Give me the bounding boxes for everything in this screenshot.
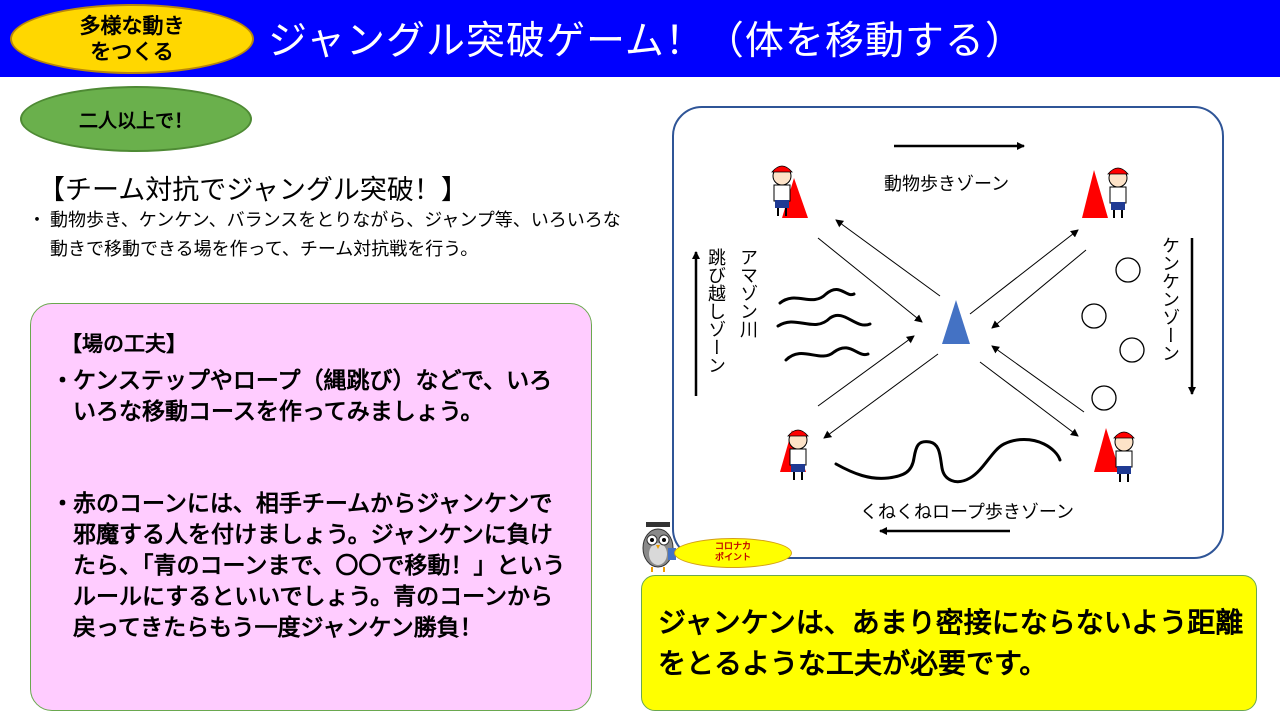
zone-label-left: 跳び越しゾーン xyxy=(705,248,726,374)
category-tag: 多様な動き をつくる xyxy=(10,4,254,74)
corona-note-text: ジャンケンは、あまり密接にならないよう距離をとるような工夫が必要です。 xyxy=(658,606,1244,680)
child-figure-bottom-left xyxy=(787,429,809,480)
zone-label-bottom: くねくねロープ歩きゾーン xyxy=(860,502,1075,523)
tip-item: ・ 赤のコーンには、相手チームからジャンケンで邪魔する人を付けましょう。ジャンケ… xyxy=(51,489,571,644)
tip-bullet: ・ xyxy=(51,368,74,394)
tips-box: 【場の工夫】 ・ ケンステップやロープ（縄跳び）などで、いろいろな移動コースを作… xyxy=(30,303,592,711)
wiggly-rope xyxy=(834,438,1062,484)
child-figure-top-right xyxy=(1107,167,1129,218)
field-diagram-drawing xyxy=(692,142,1196,535)
child-figure-top-left xyxy=(771,165,793,216)
tip-text: ケンステップやロープ（縄跳び）などで、いろいろな移動コースを作ってみましょう。 xyxy=(73,368,553,425)
zone-label-top: 動物歩きゾーン xyxy=(884,174,1010,195)
category-tag-line2: をつくる xyxy=(90,40,174,64)
owl-icon xyxy=(642,522,676,572)
corona-badge-line2: ポイント xyxy=(714,553,751,563)
header-bar: 多様な動き をつくる ジャングル突破ゲーム！（体を移動する） xyxy=(0,0,1280,77)
corona-note-box: ジャンケンは、あまり密接にならないよう距離をとるような工夫が必要です。 xyxy=(641,575,1257,711)
kenken-circles xyxy=(1081,257,1145,411)
movement-arrows xyxy=(817,219,1087,439)
blue-cone xyxy=(942,300,970,344)
tips-heading: 【場の工夫】 xyxy=(61,332,187,356)
tip-item: ・ ケンステップやロープ（縄跳び）などで、いろいろな移動コースを作ってみましょう… xyxy=(51,366,571,428)
section-heading: 【チーム対抗でジャングル突破！】 xyxy=(38,175,468,206)
description: ・ 動物歩き、ケンケン、バランスをとりながら、ジャンプ等、いろいろな動きで移動で… xyxy=(28,206,632,264)
group-badge: 二人以上で！ xyxy=(20,86,252,152)
zone-label-right: ケンケンゾーン xyxy=(1159,236,1180,362)
zone-label-river: アマゾン川 xyxy=(737,248,758,338)
red-cone xyxy=(1082,170,1108,218)
river-ropes xyxy=(776,288,872,362)
red-cone xyxy=(1094,428,1120,472)
tip-text: 赤のコーンには、相手チームからジャンケンで邪魔する人を付けましょう。ジャンケンに… xyxy=(73,491,566,641)
corona-point-badge: コロナカ ポイント xyxy=(674,538,792,568)
field-diagram: 動物歩きゾーン ケンケンゾーン くねくねロープ歩きゾーン 跳び越しゾーン アマゾ… xyxy=(672,106,1224,559)
page-title: ジャングル突破ゲーム！（体を移動する） xyxy=(268,19,1025,64)
description-text: 動物歩き、ケンケン、バランスをとりながら、ジャンプ等、いろいろな動きで移動できる… xyxy=(50,210,621,260)
category-tag-line1: 多様な動き xyxy=(79,14,185,38)
child-figure-bottom-right xyxy=(1113,431,1135,482)
tip-bullet: ・ xyxy=(51,491,74,517)
description-bullet: ・ xyxy=(28,210,46,231)
corona-badge-line1: コロナカ xyxy=(714,542,751,552)
